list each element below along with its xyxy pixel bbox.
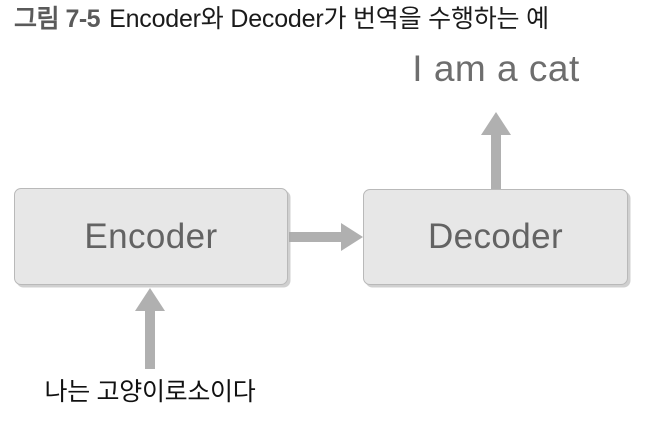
input-sentence: 나는 고양이로소이다 <box>44 378 256 406</box>
figure-number: 그림 7-5 <box>14 5 101 33</box>
decoder-label: Decoder <box>427 217 564 256</box>
output-sentence: I am a cat <box>412 48 580 89</box>
encoder-node: Encoder <box>14 188 288 285</box>
figure-title: 그림 7-5 Encoder와 Decoder가 번역을 수행하는 예 <box>14 4 549 34</box>
encoder-label: Encoder <box>84 216 218 256</box>
figure-caption: Encoder와 Decoder가 번역을 수행하는 예 <box>109 5 549 33</box>
decoder-node: Decoder <box>363 189 628 285</box>
arrow-input-to-encoder <box>135 288 165 369</box>
arrow-decoder-to-output <box>481 112 511 190</box>
arrow-encoder-to-decoder <box>289 223 363 251</box>
